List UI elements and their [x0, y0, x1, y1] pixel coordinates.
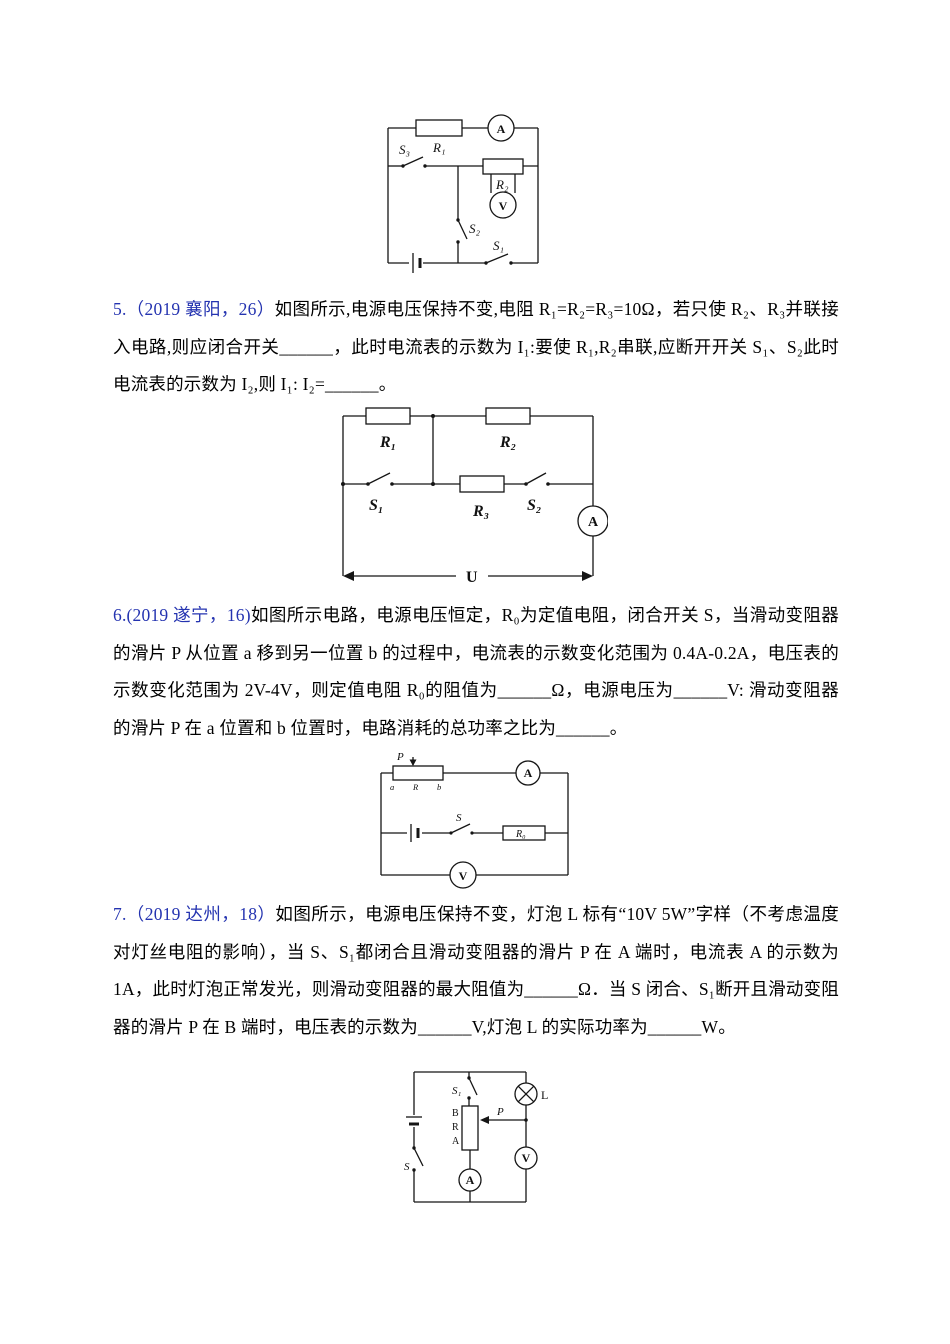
label-terminal-b: b — [437, 782, 441, 792]
wires — [387, 127, 539, 264]
question-5-text: 如图所示,电源电压保持不变,电阻 R₁=R₂=R₃=10Ω，若只使 R₂、R₃并… — [113, 299, 839, 394]
question-5: 5.（2019 襄阳，26）如图所示,电源电压保持不变,电阻 R₁=R₂=R₃=… — [113, 291, 839, 404]
ammeter-letter: A — [524, 766, 533, 780]
switch-s1 — [484, 253, 513, 265]
label-r: R — [452, 1122, 459, 1133]
voltmeter — [449, 861, 477, 889]
resistor-r0 — [502, 825, 546, 841]
resistor-r2 — [485, 407, 531, 425]
switch-s2 — [456, 218, 468, 244]
label-s1: S₁ — [369, 497, 383, 514]
resistor-r2 — [482, 158, 524, 175]
circuit-figure-q5: R₁ R₂ S₁ R₃ S₂ A U — [338, 404, 609, 593]
battery — [410, 824, 420, 842]
ammeter — [515, 760, 541, 786]
label-terminal-b: B — [452, 1108, 459, 1119]
label-terminal-a: a — [390, 782, 394, 792]
label-r2: R₂ — [495, 177, 509, 192]
label-r0: R₀ — [515, 829, 526, 840]
label-terminal-a: A — [452, 1136, 460, 1147]
switch-s — [412, 1146, 424, 1172]
battery — [406, 1116, 422, 1126]
ammeter — [487, 114, 515, 142]
voltmeter — [514, 1146, 538, 1170]
resistor-r3 — [459, 475, 505, 493]
label-s2: S₂ — [527, 497, 541, 514]
label-u: U — [466, 569, 478, 586]
ammeter-letter: A — [466, 1173, 475, 1187]
label-r1: R₁ — [379, 434, 396, 451]
switch-s2 — [524, 472, 550, 486]
wires — [413, 1071, 527, 1203]
label-r1: R₁ — [432, 140, 445, 155]
question-7: 7.（2019 达州，18）如图所示，电源电压保持不变，灯泡 L 标有“10V … — [113, 896, 839, 1046]
circuit-figure-q6: P a R b A S R₀ V — [373, 750, 578, 897]
circuit-svg-top: R₁ A S₃ R₂ V S₂ S₁ — [387, 114, 539, 273]
question-6: 6.(2019 遂宁，16)如图所示电路，电源电压恒定，R₀为定值电阻，闭合开关… — [113, 597, 839, 747]
voltmeter-letter: V — [499, 199, 508, 213]
circuit-figure-q7: S₁ L B R A P S V A — [404, 1058, 562, 1225]
lamp — [514, 1082, 538, 1106]
question-5-citation: 5.（2019 襄阳，26） — [113, 299, 275, 319]
battery — [412, 253, 422, 273]
switch-s1 — [366, 472, 394, 486]
circuit-svg-q6: P a R b A S R₀ V — [380, 751, 569, 889]
question-7-citation: 7.（2019 达州，18） — [113, 904, 276, 924]
voltmeter-letter: V — [522, 1151, 531, 1165]
label-r2: R₂ — [499, 434, 516, 451]
circuit-svg-q5: R₁ R₂ S₁ R₃ S₂ A U — [341, 407, 609, 586]
label-p: P — [396, 751, 404, 763]
ammeter — [458, 1168, 482, 1192]
label-s1: S₁ — [452, 1085, 462, 1097]
circuit-figure-top: R₁ A S₃ R₂ V S₂ S₁ — [383, 108, 548, 285]
ammeter-letter: A — [588, 515, 599, 530]
switch-s — [449, 823, 474, 835]
label-l: L — [541, 1088, 548, 1102]
resistor-r1 — [365, 407, 411, 425]
label-r3: R₃ — [472, 503, 489, 520]
voltmeter — [489, 191, 517, 219]
question-7-text: 如图所示，电源电压保持不变，灯泡 L 标有“10V 5W”字样（不考虑温度对灯丝… — [113, 904, 839, 1037]
rheostat — [392, 757, 444, 781]
voltage-arrow-u — [343, 571, 593, 581]
voltmeter-letter: V — [459, 869, 468, 883]
label-p: P — [496, 1106, 504, 1118]
ammeter-letter: A — [497, 122, 506, 136]
label-r: R — [412, 782, 419, 792]
switch-s3 — [401, 156, 427, 168]
question-6-text: 如图所示电路，电源电压恒定，R₀为定值电阻，闭合开关 S，当滑动变阻器的滑片 P… — [113, 605, 839, 738]
switch-s1 — [467, 1076, 478, 1100]
label-s1: S₁ — [493, 238, 504, 253]
resistor-r1 — [415, 119, 463, 137]
label-s: S — [404, 1161, 410, 1173]
label-s: S — [456, 812, 462, 824]
label-s2: S₂ — [469, 221, 481, 236]
label-s3: S₃ — [399, 142, 410, 157]
circuit-svg-q7: S₁ L B R A P S V A — [404, 1071, 548, 1203]
question-6-citation: 6.(2019 遂宁，16) — [113, 605, 251, 625]
wires — [380, 772, 569, 876]
rheostat — [461, 1105, 489, 1151]
